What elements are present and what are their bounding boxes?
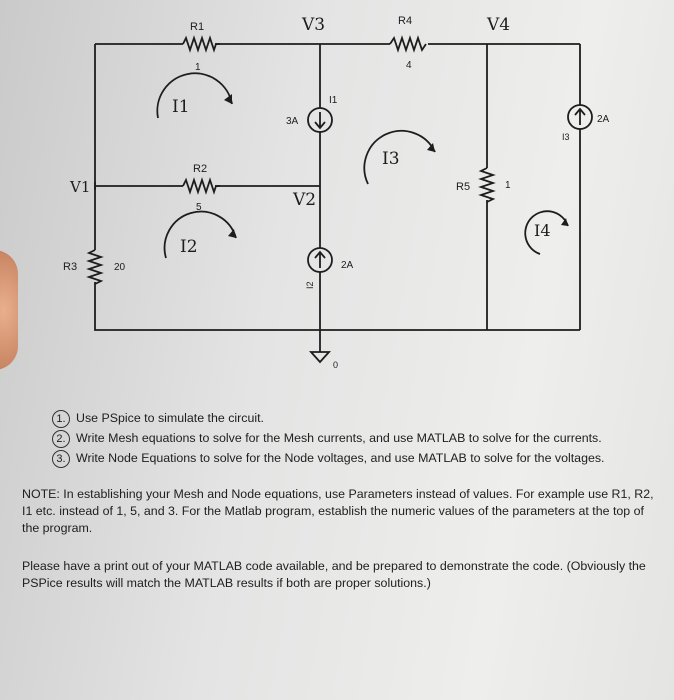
item-number: 1. <box>52 410 70 428</box>
closing-paragraph: Please have a print out of your MATLAB c… <box>22 559 646 590</box>
label-mesh-i2: I2 <box>180 237 198 257</box>
current-source-i3 <box>567 104 593 130</box>
arrowhead-i1 <box>224 94 232 104</box>
arrow-down-icon <box>314 112 326 130</box>
mesh-arrow-i2 <box>163 210 237 259</box>
label-r1-name: R1 <box>190 21 204 33</box>
label-i2-ref: I2 <box>305 281 315 289</box>
label-r2-name: R2 <box>193 163 207 175</box>
thumb <box>0 250 18 370</box>
item-number: 3. <box>52 450 70 468</box>
item-number: 2. <box>52 430 70 448</box>
label-v4: V4 <box>486 15 510 35</box>
label-mesh-i4: I4 <box>534 221 551 240</box>
resistor-r2 <box>182 177 220 195</box>
label-v1: V1 <box>69 178 90 196</box>
list-item: 3. Write Node Equations to solve for the … <box>52 450 605 468</box>
label-v3: V3 <box>301 15 325 35</box>
label-i1-value: 3A <box>286 116 299 127</box>
ground-icon <box>308 351 332 364</box>
wire-left-lower <box>94 282 580 331</box>
label-v2: V2 <box>292 190 316 210</box>
arrowhead-i4 <box>561 218 568 226</box>
circuit-diagram: R1 1 V3 R4 4 V4 I1 I1 3A 2A I3 I3 V1 R2 … <box>63 15 610 370</box>
label-r4-value: 4 <box>406 60 412 71</box>
label-r5-name: R5 <box>456 181 470 193</box>
label-r3-value: 20 <box>114 262 126 273</box>
resistor-r1 <box>182 35 220 53</box>
label-r5-value: 1 <box>505 180 511 191</box>
label-ground-node: 0 <box>333 360 338 370</box>
label-r4-name: R4 <box>398 15 412 27</box>
list-item: 1. Use PSpice to simulate the circuit. <box>52 410 264 428</box>
note-paragraph: NOTE: In establishing your Mesh and Node… <box>22 487 654 535</box>
label-r3-name: R3 <box>63 261 77 273</box>
resistor-r4 <box>389 35 427 53</box>
label-r2-value: 5 <box>196 202 202 213</box>
arrow-up-icon <box>314 250 326 268</box>
item-text: Write Node Equations to solve for the No… <box>76 451 605 465</box>
label-i3-value: 2A <box>597 114 610 125</box>
label-r1-value: 1 <box>195 62 201 73</box>
item-text: Use PSpice to simulate the circuit. <box>76 411 265 425</box>
arrowhead-i3 <box>427 143 435 152</box>
label-mesh-i1: I1 <box>172 97 190 117</box>
current-source-i2 <box>307 247 333 273</box>
list-item: 2. Write Mesh equations to solve for the … <box>52 430 602 448</box>
arrow-up-icon <box>574 107 586 125</box>
item-text: Write Mesh equations to solve for the Me… <box>76 431 602 445</box>
resistor-r3 <box>86 249 104 285</box>
resistor-r5 <box>478 167 496 203</box>
mesh-arrow-i3 <box>363 129 436 185</box>
arrowhead-i2 <box>228 229 236 238</box>
label-i1-name: I1 <box>329 95 338 106</box>
label-mesh-i3: I3 <box>382 149 400 169</box>
label-i3-name: I3 <box>562 132 570 142</box>
current-source-i1 <box>307 107 333 133</box>
mesh-arrow-i4 <box>524 210 569 255</box>
mesh-arrow-i1 <box>156 72 233 119</box>
label-i2-value: 2A <box>341 260 354 271</box>
